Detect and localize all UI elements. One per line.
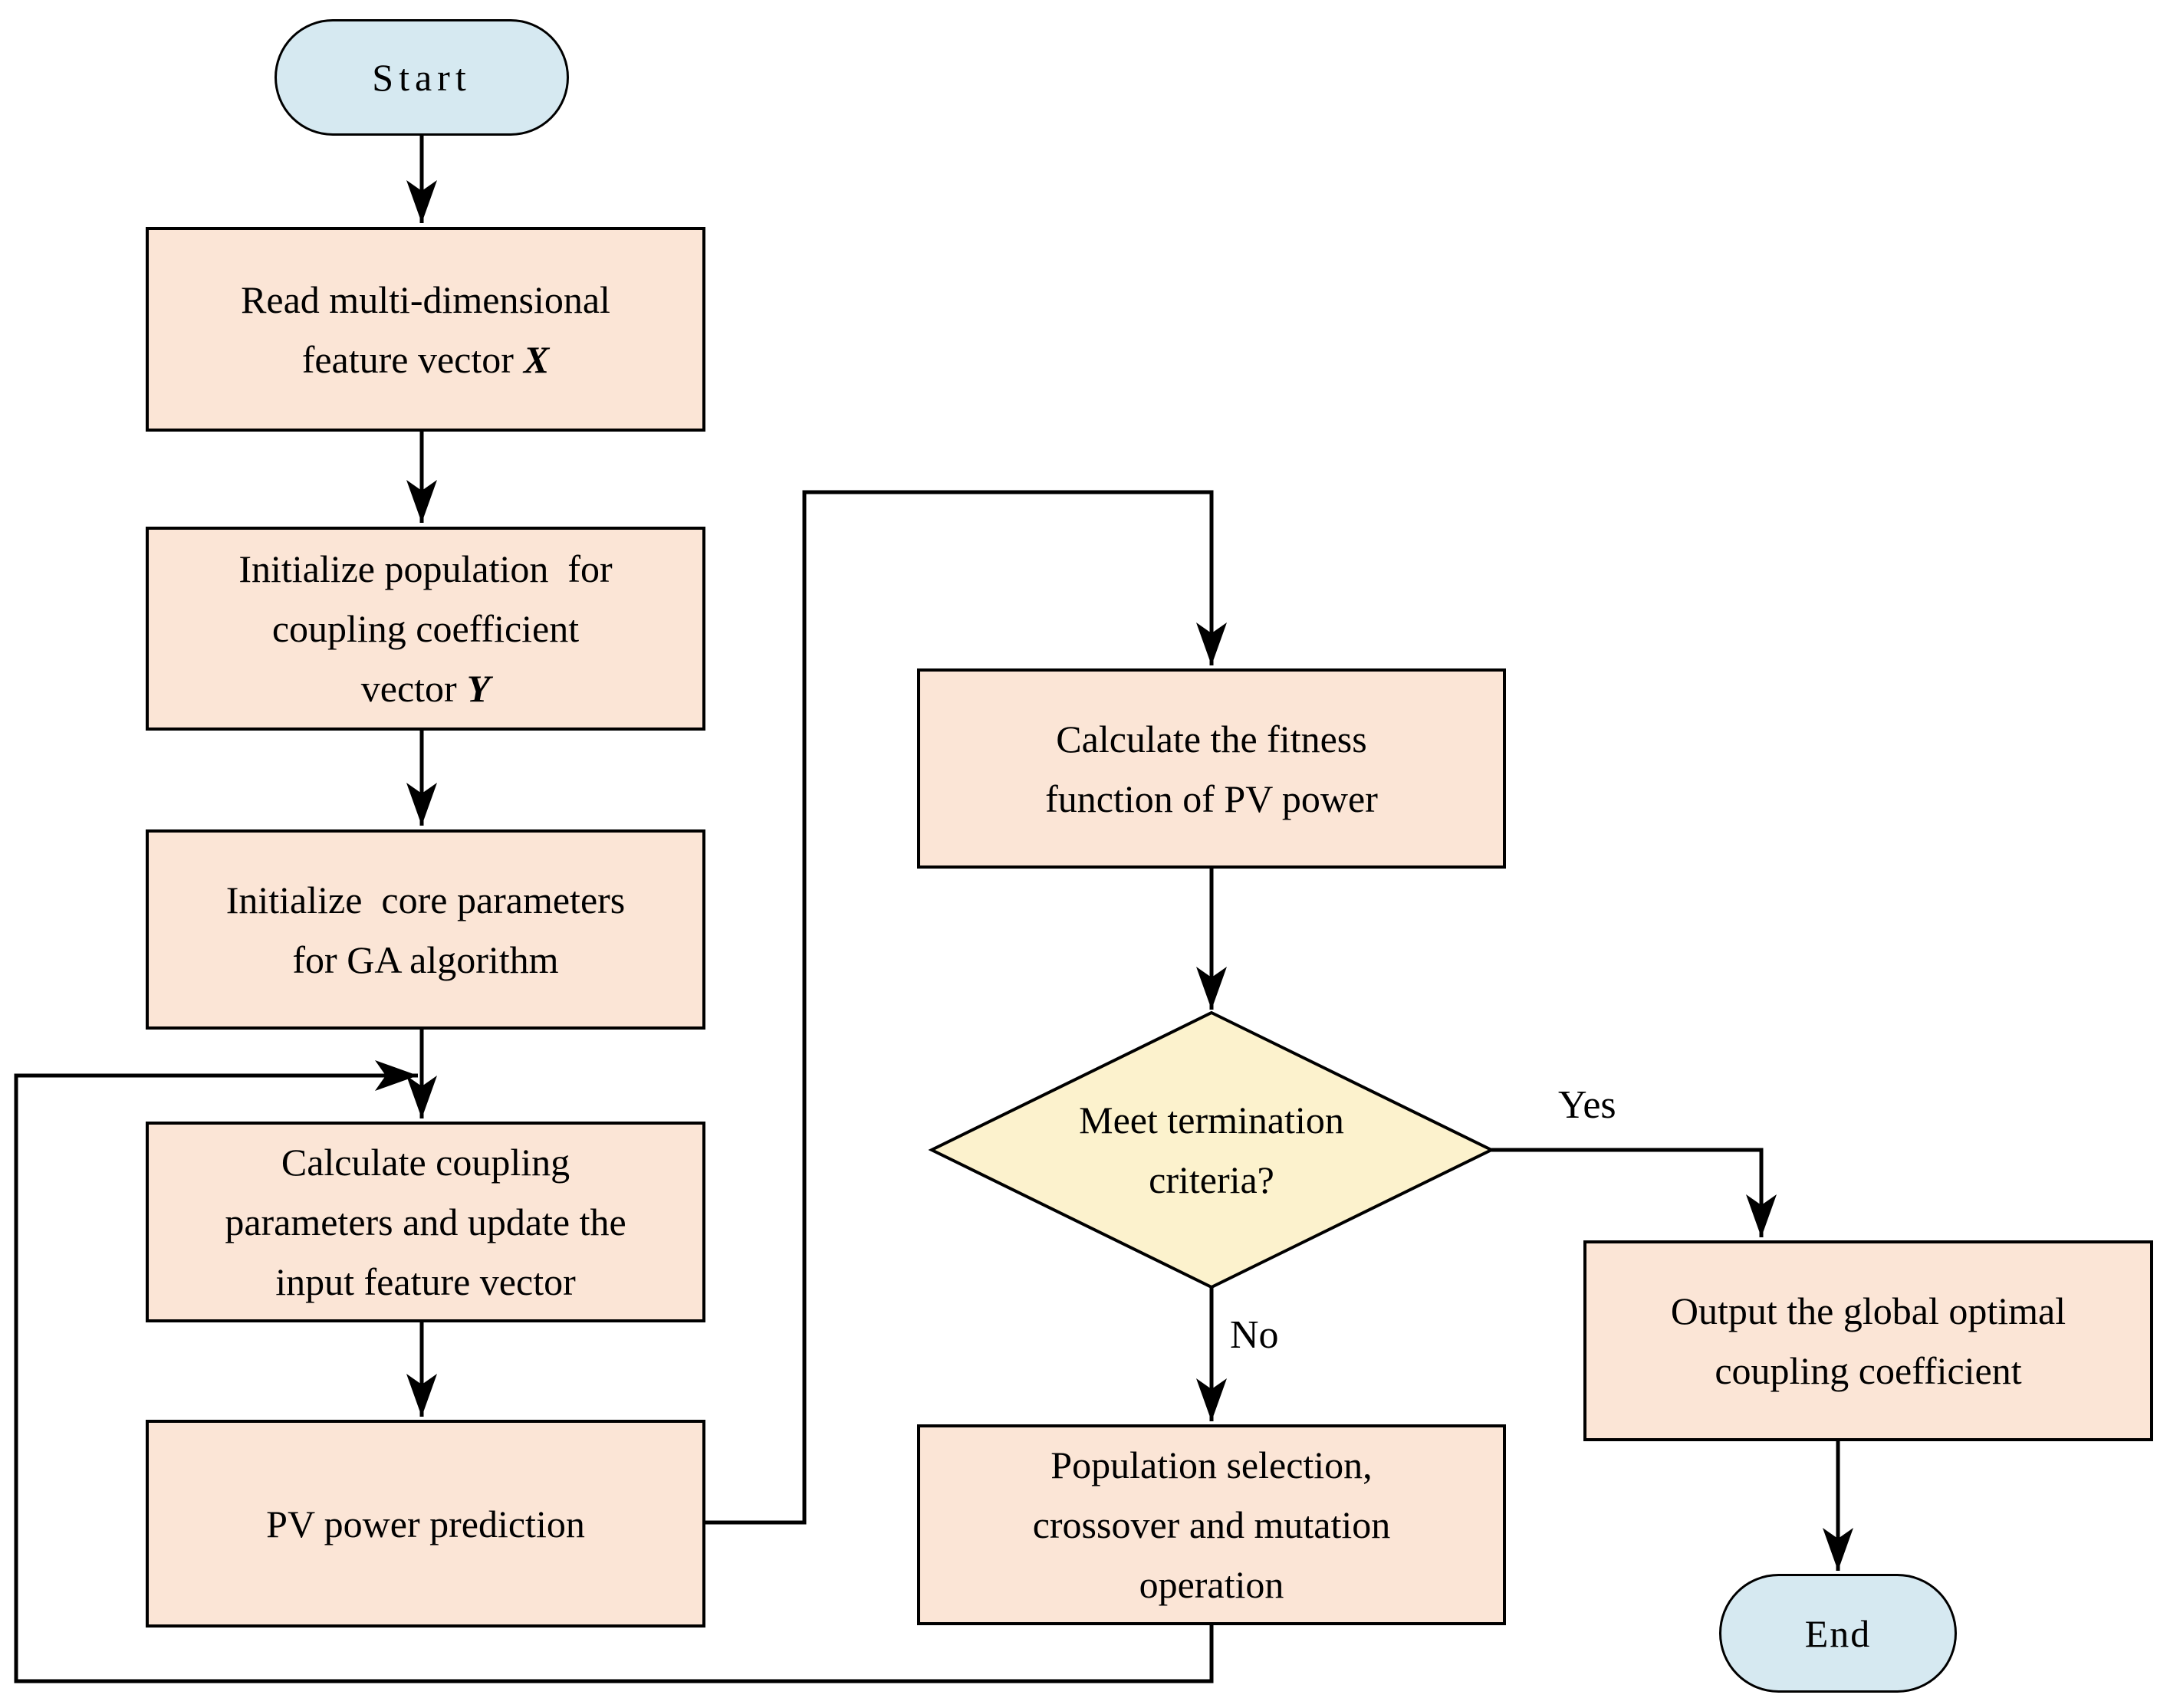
box-line: Calculate the fitness <box>1056 717 1367 760</box>
vector-symbol-x: X <box>523 337 550 381</box>
box-line: function of PV power <box>1045 777 1378 820</box>
box-line: for GA algorithm <box>292 938 559 981</box>
box-line: Output the global optimal <box>1670 1289 2066 1332</box>
start-label: Start <box>372 56 472 99</box>
box-line: coupling coefficient <box>271 607 580 650</box>
box-line: Initialize core parameters <box>225 878 626 921</box>
box-line: operation <box>1139 1563 1284 1606</box>
box-line: Initialize population for <box>238 547 613 590</box>
start-terminal: Start <box>275 19 569 136</box>
box-line: PV power prediction <box>266 1502 585 1545</box>
box-line: crossover and mutation <box>1032 1503 1391 1546</box>
edge-decision-yes-to-output <box>1491 1148 1777 1237</box>
box-line: coupling coefficient <box>1715 1349 2022 1392</box>
output-box: Output the global optimal coupling coeff… <box>1583 1240 2153 1441</box>
box-line: input feature vector <box>275 1260 576 1303</box>
pv-prediction-box: PV power prediction <box>146 1420 705 1628</box>
end-terminal: End <box>1719 1574 1957 1693</box>
box-line: Read multi-dimensional <box>241 278 610 321</box>
fitness-box: Calculate the fitness function of PV pow… <box>917 668 1506 869</box>
init-population-box: Initialize population for coupling coeff… <box>146 527 705 731</box>
yes-branch-label: Yes <box>1558 1083 1616 1127</box>
box-line: parameters and update the <box>225 1201 626 1243</box>
init-ga-params-box: Initialize core parameters for GA algori… <box>146 829 705 1030</box>
vector-symbol-y: Y <box>466 667 491 710</box>
calc-coupling-box: Calculate coupling parameters and update… <box>146 1122 705 1322</box>
box-line: Population selection, <box>1050 1444 1373 1486</box>
box-line: Calculate coupling <box>281 1141 570 1184</box>
population-ops-box: Population selection, crossover and muta… <box>917 1424 1506 1625</box>
edge-loopback <box>14 1060 1214 1683</box>
end-label: End <box>1804 1611 1872 1655</box>
termination-decision-diamond <box>928 1010 1495 1289</box>
edge-pv-to-fitness <box>705 490 1227 1525</box>
no-branch-label: No <box>1230 1313 1279 1357</box>
